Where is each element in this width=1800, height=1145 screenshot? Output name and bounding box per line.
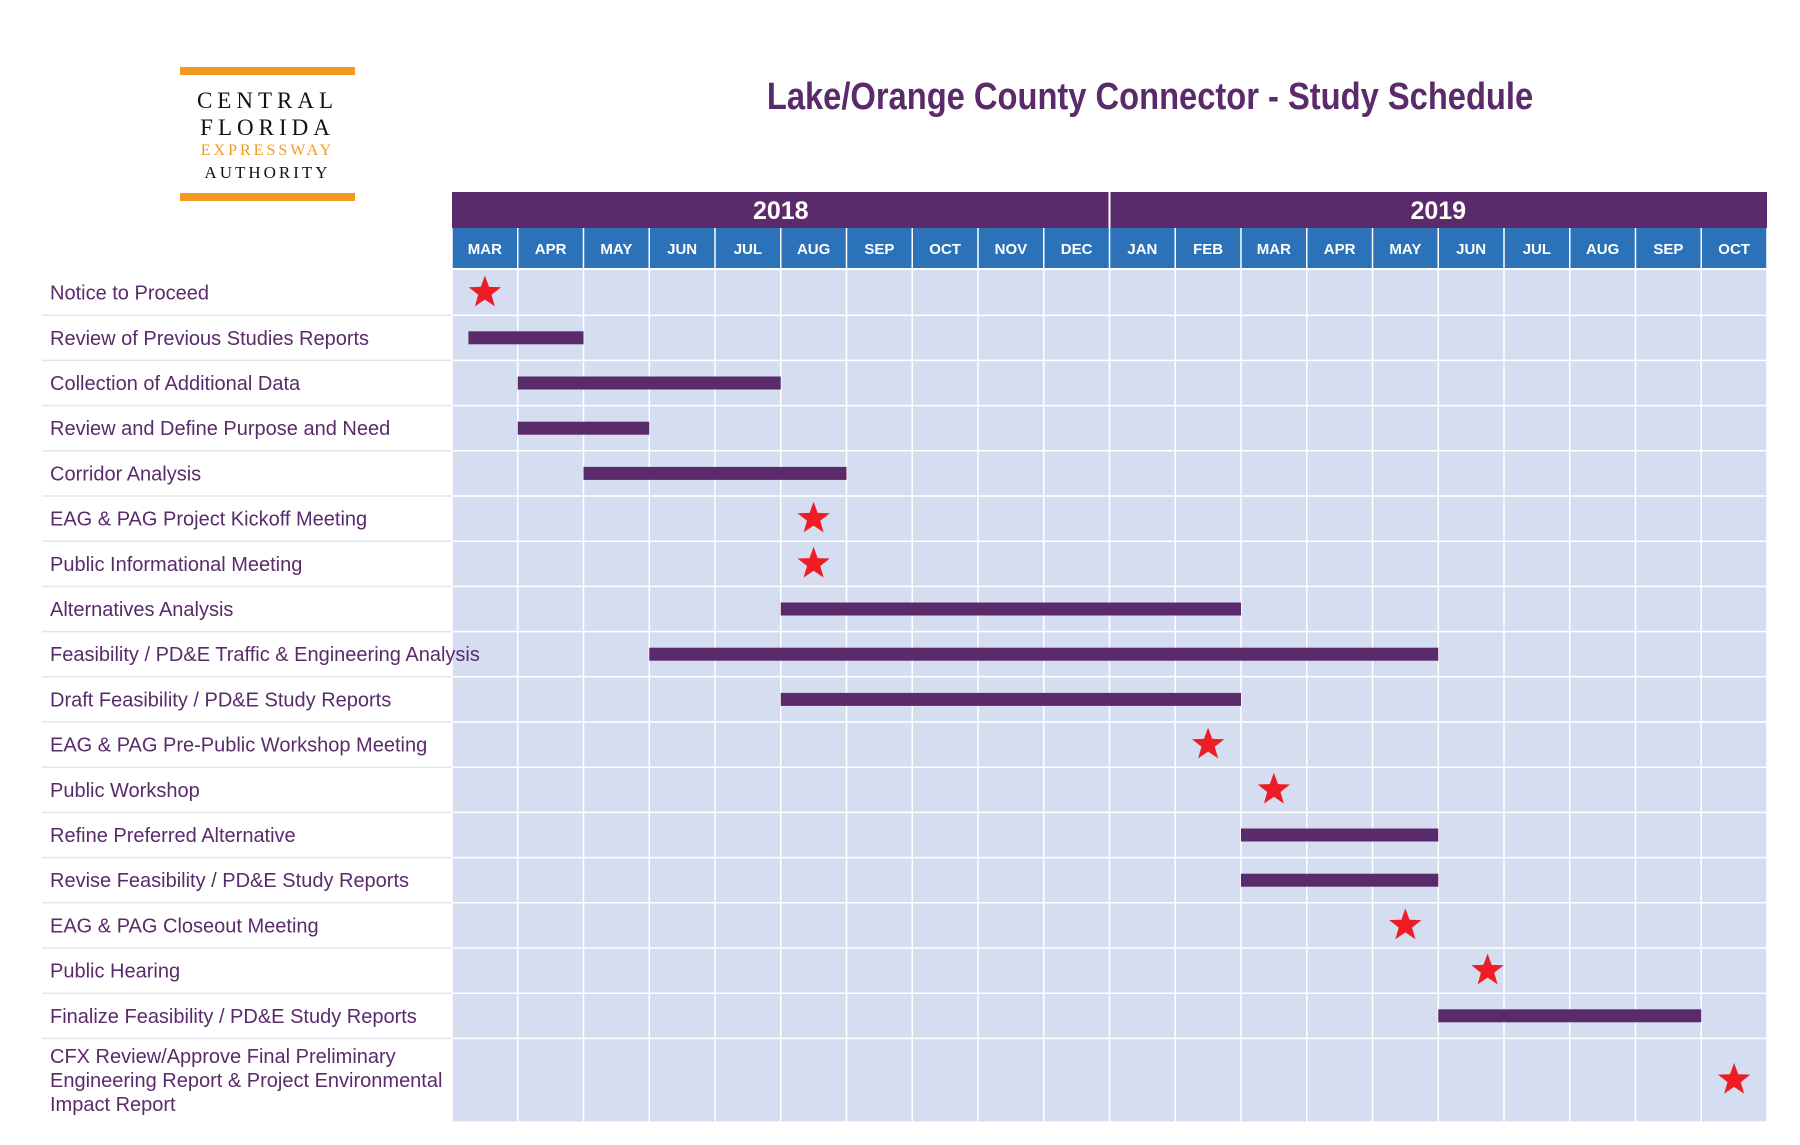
task-label: Engineering Report & Project Environment… (50, 1070, 442, 1092)
task-label: Impact Report (50, 1094, 176, 1116)
month-label: JUN (1456, 241, 1486, 258)
month-header-cell (780, 228, 847, 268)
task-label: EAG & PAG Project Kickoff Meeting (50, 509, 367, 531)
milestone-star (797, 546, 830, 578)
task-bar (1241, 873, 1439, 887)
task-label: Public Hearing (50, 961, 180, 983)
year-header-cell (1109, 192, 1767, 228)
month-label: MAY (600, 241, 632, 258)
month-header-cell (1635, 228, 1702, 268)
month-header-cell (1241, 228, 1307, 268)
month-header-cell (1504, 228, 1570, 268)
month-label: FEB (1193, 241, 1223, 258)
task-label: Feasibility / PD&E Traffic & Engineering… (50, 644, 480, 666)
month-header-cell (1701, 228, 1767, 268)
month-header-cell (1306, 228, 1373, 268)
task-label: EAG & PAG Pre-Public Workshop Meeting (50, 735, 427, 757)
task-label: Finalize Feasibility / PD&E Study Report… (50, 1006, 417, 1028)
month-label: OCT (929, 241, 961, 258)
task-label: Refine Preferred Alternative (50, 825, 296, 847)
task-label: Notice to Proceed (50, 283, 209, 305)
month-header-cell (649, 228, 715, 268)
logo-line-florida: FLORIDA (200, 115, 335, 140)
task-label: Public Workshop (50, 780, 200, 802)
month-header-cell (715, 228, 781, 268)
month-label: SEP (1653, 241, 1683, 258)
milestone-star (1257, 772, 1290, 804)
month-label: DEC (1061, 241, 1093, 258)
month-header-cell (452, 228, 518, 268)
logo-line-expressway: EXPRESSWAY (200, 142, 335, 159)
logo-line-central: CENTRAL (196, 88, 339, 113)
task-label: Review and Define Purpose and Need (50, 418, 390, 440)
task-bar (583, 466, 847, 480)
month-header-cell (517, 228, 584, 268)
year-label: 2019 (1410, 197, 1466, 225)
month-header-cell (1175, 228, 1241, 268)
task-label: Revise Feasibility / PD&E Study Reports (50, 870, 409, 892)
task-bar (780, 692, 1241, 706)
month-header-cell (846, 228, 913, 268)
month-label: SEP (864, 241, 894, 258)
chart-title: Lake/Orange County Connector - Study Sch… (766, 76, 1534, 118)
month-label: MAR (468, 241, 502, 258)
milestone-star (1192, 727, 1225, 759)
month-header-cell (912, 228, 978, 268)
month-header-cell (1372, 228, 1439, 268)
milestone-star (1718, 1062, 1751, 1094)
month-header-cell (978, 228, 1044, 268)
task-bar (649, 647, 1439, 661)
task-label: Draft Feasibility / PD&E Study Reports (50, 689, 391, 711)
year-header-cell (452, 192, 1110, 228)
cfx-logo: CENTRAL FLORIDA EXPRESSWAY AUTHORITY (180, 67, 355, 201)
task-bar (517, 376, 781, 390)
month-label: OCT (1718, 241, 1750, 258)
task-label: Collection of Additional Data (50, 373, 301, 395)
task-label: Corridor Analysis (50, 463, 201, 485)
task-bar (1438, 1009, 1702, 1023)
month-label: MAY (1389, 241, 1421, 258)
month-label: JUN (667, 241, 697, 258)
month-header-cell (1438, 228, 1504, 268)
year-label: 2018 (753, 197, 809, 225)
month-label: APR (535, 241, 567, 258)
task-label: EAG & PAG Closeout Meeting (50, 915, 319, 937)
month-header-cell (1569, 228, 1636, 268)
task-label: CFX Review/Approve Final Preliminary (50, 1046, 396, 1068)
month-label: JAN (1127, 241, 1157, 258)
month-label: MAR (1257, 241, 1291, 258)
milestone-star (1471, 953, 1504, 985)
milestone-star (468, 275, 501, 307)
task-bar (1241, 828, 1439, 842)
task-bar (517, 421, 650, 435)
month-label: AUG (1586, 241, 1619, 258)
month-label: JUL (1523, 241, 1551, 258)
task-bar (780, 602, 1241, 616)
task-label: Review of Previous Studies Reports (50, 328, 369, 350)
month-header-cell (1109, 228, 1176, 268)
month-header-cell (583, 228, 650, 268)
month-label: AUG (797, 241, 830, 258)
task-label: Alternatives Analysis (50, 599, 233, 621)
milestone-star (797, 501, 830, 533)
month-label: NOV (995, 241, 1028, 258)
milestone-star (1389, 908, 1422, 940)
month-label: APR (1324, 241, 1356, 258)
task-bar (468, 331, 584, 345)
logo-line-authority: AUTHORITY (204, 163, 331, 182)
month-label: JUL (734, 241, 762, 258)
task-label: Public Informational Meeting (50, 554, 302, 576)
month-header-cell (1043, 228, 1110, 268)
